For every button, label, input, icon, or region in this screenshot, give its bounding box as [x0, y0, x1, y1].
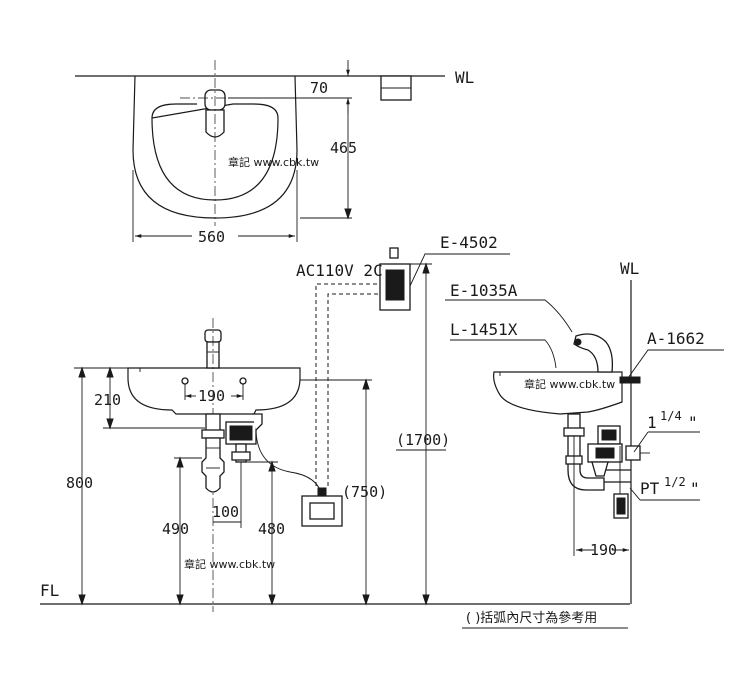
reference-note: ( )括弧內尺寸為參考用 [466, 610, 597, 626]
dim-hole-spacing: 190 [198, 387, 225, 405]
sensor-model-label: E-4502 [440, 233, 498, 252]
dim-mount-height: 800 [66, 474, 93, 492]
wall-line-side-label: WL [620, 259, 639, 278]
leader-sensor [409, 253, 510, 287]
top-view: WL 70 465 560 章記 www.cbk.tw [75, 60, 474, 246]
basin-side [493, 371, 623, 415]
faucet-model-label: E-1035A [450, 281, 518, 300]
trap-model-label: A-1662 [647, 329, 705, 348]
basin-bowl-outline [151, 103, 279, 201]
leader-faucet [445, 299, 573, 333]
dim-side-offset: 190 [590, 541, 617, 559]
svg-text:": " [690, 479, 700, 498]
dim-basin-height: 210 [94, 391, 121, 409]
signal-cable [255, 431, 323, 497]
drain-pipe [205, 413, 221, 433]
floor-line-label: FL [40, 581, 59, 600]
conduit-inner [327, 293, 382, 486]
watermark-side: 章記 www.cbk.tw [524, 377, 615, 391]
dim-supply-height: 480 [258, 520, 285, 538]
thread-size-label: PT 1/2 " [640, 475, 700, 498]
svg-text:1/2: 1/2 [664, 475, 686, 489]
dim-basin-depth: 465 [330, 139, 357, 157]
svg-text:1/4: 1/4 [660, 409, 682, 423]
watermark-top: 章記 www.cbk.tw [228, 155, 319, 169]
side-view: WL E-1035A L-1451X A-1662 [445, 259, 724, 604]
svg-text:1: 1 [647, 413, 657, 432]
power-label: AC110V 2C [296, 261, 383, 280]
p-trap-front [201, 437, 225, 493]
dim-drain-spacing: 100 [212, 503, 239, 521]
svg-text:PT: PT [640, 479, 660, 498]
watermark-front: 章記 www.cbk.tw [184, 557, 275, 571]
dim-control-box-height: (750) [342, 483, 387, 501]
dim-basin-width: 560 [198, 228, 225, 246]
dim-top-offset: 70 [310, 79, 328, 97]
basin-model-label: L-1451X [450, 320, 518, 339]
mount-hole-right [239, 377, 247, 385]
leader-trap [627, 349, 724, 379]
dim-drain-height: 490 [162, 520, 189, 538]
mount-hole-left [181, 377, 189, 385]
svg-text:": " [688, 413, 698, 432]
front-view: FL 190 [40, 233, 630, 612]
wall-line-top-label: WL [455, 68, 474, 87]
p-trap-side [567, 435, 605, 491]
conduit-outer [315, 283, 382, 486]
leader-basin [450, 339, 557, 369]
faucet-side [573, 333, 614, 373]
pipe-size-label: 1 1/4 " [647, 409, 698, 432]
dim-sensor-height: (1700) [396, 431, 450, 449]
